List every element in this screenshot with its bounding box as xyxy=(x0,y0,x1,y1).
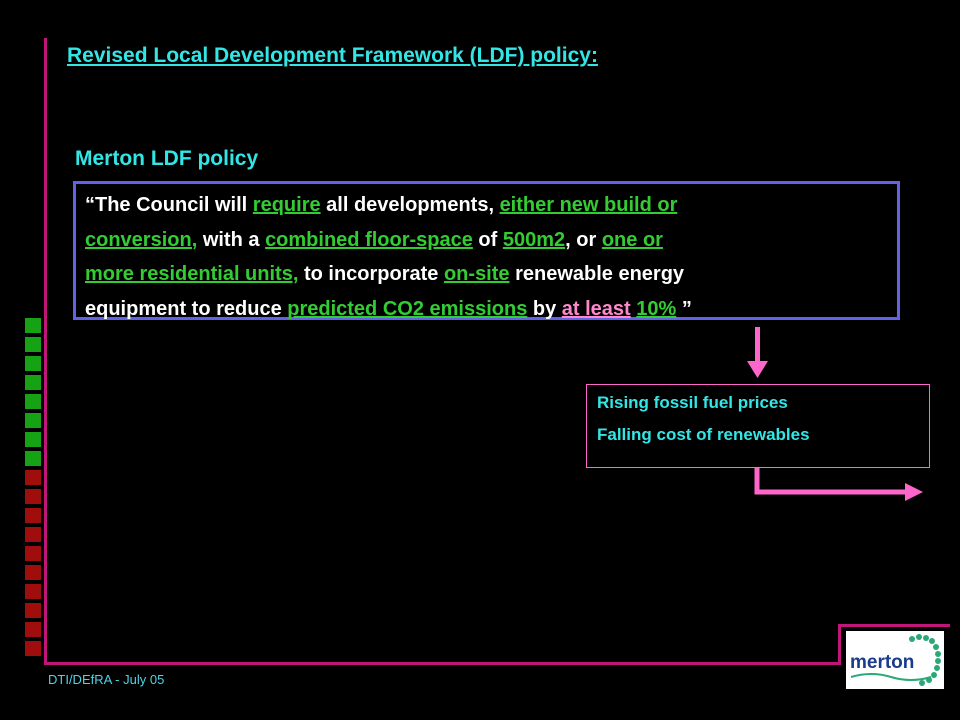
highlight-new-build: either new build or xyxy=(499,194,678,216)
highlight-floor-space: combined floor-space xyxy=(265,228,473,251)
highlight-on-site: on-site xyxy=(443,263,510,285)
highlight-10-percent: 10% xyxy=(636,297,677,320)
logo-frame-vertical xyxy=(838,624,841,665)
policy-line-4: equipment to reduce predicted CO2 emissi… xyxy=(85,292,897,327)
policy-text-segment: ” xyxy=(676,297,692,320)
side-square xyxy=(25,622,41,637)
side-square xyxy=(25,451,41,466)
highlight-at-least: at least xyxy=(561,297,631,320)
policy-quote-box: “The Council will require all developmen… xyxy=(73,181,900,320)
slide-title: Revised Local Development Framework (LDF… xyxy=(67,44,598,67)
driver-fossil-fuel-prices: Rising fossil fuel prices xyxy=(597,393,788,412)
merton-logo: merton xyxy=(846,631,944,689)
policy-text-segment: all developments, xyxy=(320,194,500,216)
policy-text-segment: by xyxy=(527,297,562,320)
side-square xyxy=(25,508,41,523)
side-square xyxy=(25,603,41,618)
logo-wordmark: merton xyxy=(850,652,914,673)
policy-text-segment: to incorporate xyxy=(298,263,444,285)
left-accent-line xyxy=(44,38,47,665)
policy-text-segment: “The Council will xyxy=(85,194,253,216)
highlight-one-or: one or xyxy=(601,228,663,251)
policy-text-segment: of xyxy=(472,228,503,251)
side-square xyxy=(25,337,41,352)
drivers-box: Rising fossil fuel prices Falling cost o… xyxy=(586,384,930,468)
side-square xyxy=(25,470,41,485)
side-square xyxy=(25,546,41,561)
down-arrow-icon xyxy=(747,327,768,378)
footer-text: DTI/DEfRA - July 05 xyxy=(48,672,165,687)
policy-text-segment: with a xyxy=(197,228,266,251)
bottom-accent-line xyxy=(44,662,841,665)
highlight-500m2: 500m2 xyxy=(502,228,566,251)
policy-line-2: conversion, with a combined floor-space … xyxy=(85,223,897,258)
highlight-require: require xyxy=(252,194,321,216)
highlight-conversion: conversion, xyxy=(85,228,198,251)
policy-text-segment: , or xyxy=(565,228,602,251)
policy-heading: Merton LDF policy xyxy=(75,147,259,170)
policy-line-1: “The Council will require all developmen… xyxy=(85,188,897,223)
side-square xyxy=(25,356,41,371)
merton-logo-icon: merton xyxy=(850,634,941,686)
side-square xyxy=(25,318,41,333)
policy-text-segment: equipment to reduce xyxy=(85,297,288,320)
side-square xyxy=(25,432,41,447)
side-square xyxy=(25,413,41,428)
side-square xyxy=(25,375,41,390)
side-square xyxy=(25,394,41,409)
side-square xyxy=(25,584,41,599)
highlight-co2-emissions: predicted CO2 emissions xyxy=(287,297,528,320)
side-square xyxy=(25,527,41,542)
side-square xyxy=(25,641,41,656)
highlight-residential-units: more residential units, xyxy=(85,263,299,285)
logo-frame-horizontal xyxy=(838,624,950,627)
side-square xyxy=(25,489,41,504)
policy-line-3: more residential units, to incorporate o… xyxy=(85,257,897,292)
side-square xyxy=(25,565,41,580)
policy-text-segment: renewable energy xyxy=(509,263,685,285)
driver-renewables-cost: Falling cost of renewables xyxy=(597,425,810,444)
elbow-arrow-icon xyxy=(754,468,923,501)
